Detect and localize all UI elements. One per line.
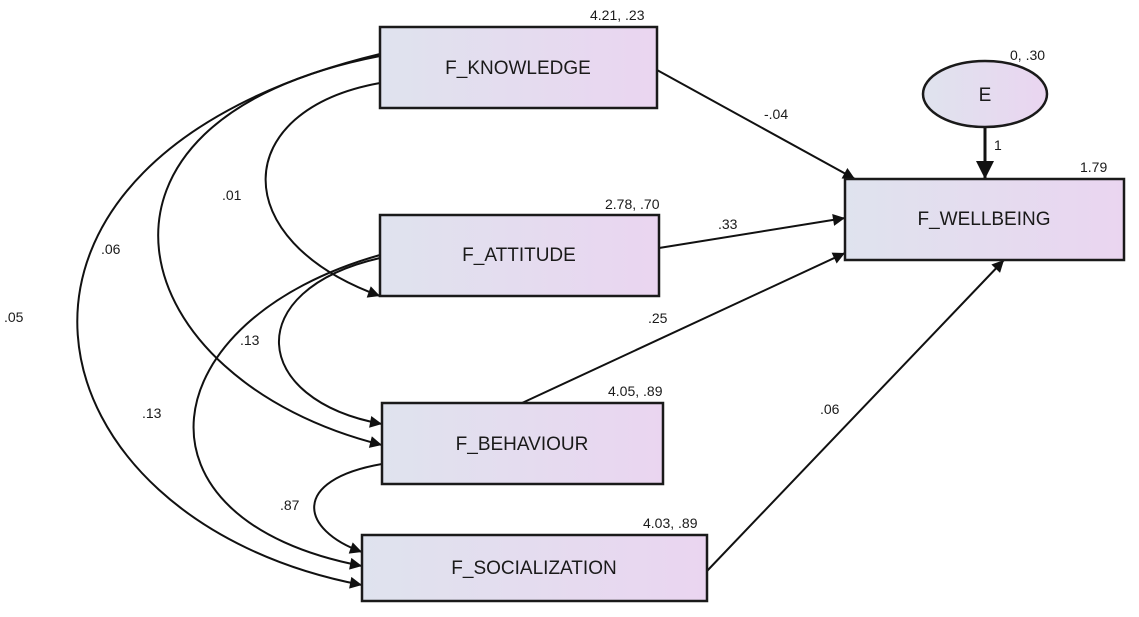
cov-knowledge-socialization [76,45,394,589]
cov-value-attitude-socialization: .13 [142,405,162,421]
node-estimate: 4.21, .23 [590,7,645,23]
node-socialization[interactable]: F_SOCIALIZATION 4.03, .89 [360,515,709,603]
node-estimate: 4.05, .89 [608,383,663,399]
cov-behaviour-socialization [313,456,395,554]
cov-attitude-behaviour [278,249,394,428]
node-error[interactable]: E 0, .30 [921,47,1049,129]
cov-attitude-socialization [192,245,394,570]
node-estimate: 1.79 [1080,159,1107,175]
weight-behaviour-wellbeing: .25 [648,310,668,326]
cov-value-behaviour-socialization: .87 [280,497,300,513]
node-attitude[interactable]: F_ATTITUDE 2.78, .70 [378,196,661,298]
node-estimate: 0, .30 [1010,47,1045,63]
cov-value-knowledge-socialization: .05 [4,309,24,325]
node-knowledge[interactable]: F_KNOWLEDGE 4.21, .23 [378,7,659,110]
path-attitude-wellbeing [658,213,846,249]
weight-knowledge-wellbeing: -.04 [764,106,788,122]
node-label: F_WELLBEING [917,209,1050,230]
node-estimate: 2.78, .70 [605,196,660,212]
node-estimate: 4.03, .89 [643,515,698,531]
path-behaviour-wellbeing [521,252,846,404]
cov-value-attitude-behaviour: .13 [240,332,260,348]
path-socialization-wellbeing [706,259,1005,572]
weight-socialization-wellbeing: .06 [820,401,840,417]
path-knowledge-wellbeing [656,69,856,180]
node-label: E [979,85,992,106]
cov-knowledge-attitude [264,74,393,298]
node-label: F_ATTITUDE [462,245,576,266]
cov-value-knowledge-behaviour: .06 [101,241,121,257]
cov-value-knowledge-attitude: .01 [222,187,242,203]
weight-error-wellbeing: 1 [994,137,1002,153]
node-label: F_KNOWLEDGE [445,58,591,79]
node-behaviour[interactable]: F_BEHAVIOUR 4.05, .89 [380,383,665,486]
node-label: F_SOCIALIZATION [451,558,616,579]
cov-knowledge-behaviour [157,47,393,448]
node-wellbeing[interactable]: F_WELLBEING 1.79 [843,159,1126,262]
weight-attitude-wellbeing: .33 [718,216,738,232]
node-label: F_BEHAVIOUR [456,434,589,455]
